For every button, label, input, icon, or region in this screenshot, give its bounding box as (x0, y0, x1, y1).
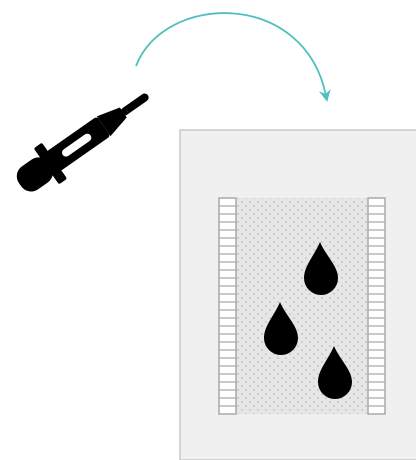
test-strip-icon (219, 198, 385, 414)
pipette-icon (7, 77, 160, 203)
strip-right-rail (368, 198, 385, 414)
strip-left-rail (219, 198, 236, 414)
curved-arrow-icon (136, 13, 326, 96)
